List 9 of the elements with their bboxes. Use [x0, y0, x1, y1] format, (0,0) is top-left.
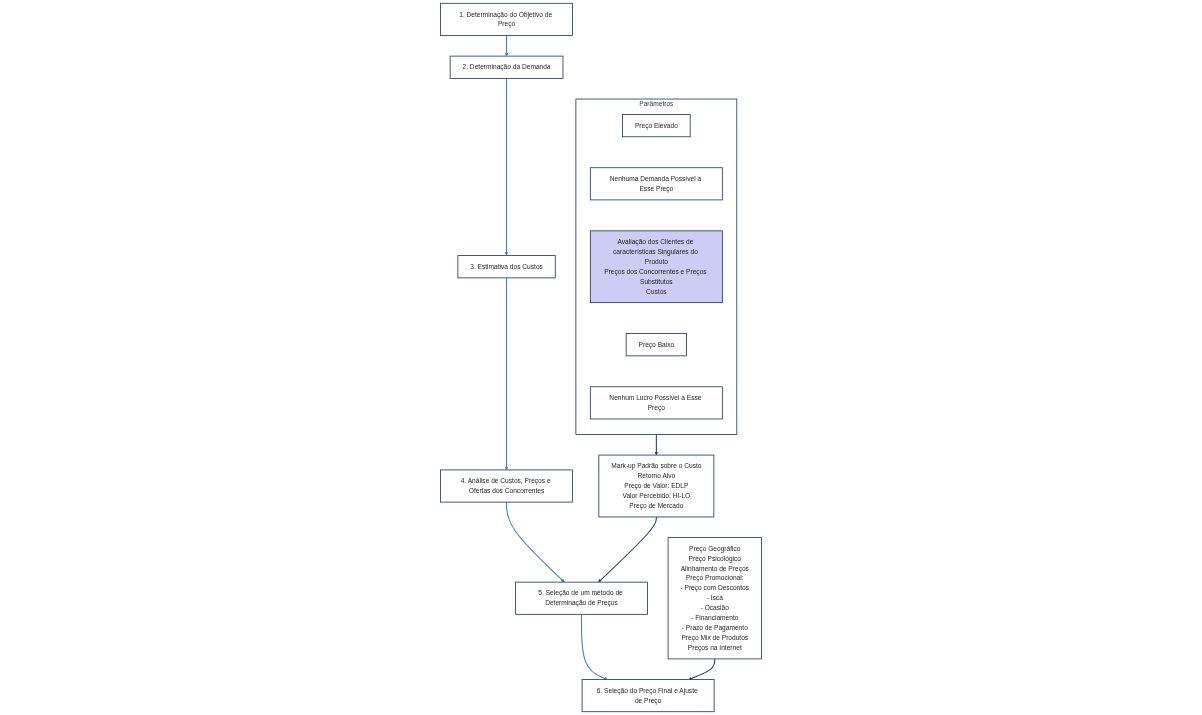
arrow [598, 516, 657, 583]
arrow [504, 277, 509, 471]
arrow [504, 34, 509, 57]
arrow [504, 77, 509, 256]
cluster [575, 98, 738, 435]
arrow [580, 613, 608, 680]
arrow [654, 433, 659, 456]
arrow [688, 658, 716, 680]
arrow [506, 501, 565, 583]
